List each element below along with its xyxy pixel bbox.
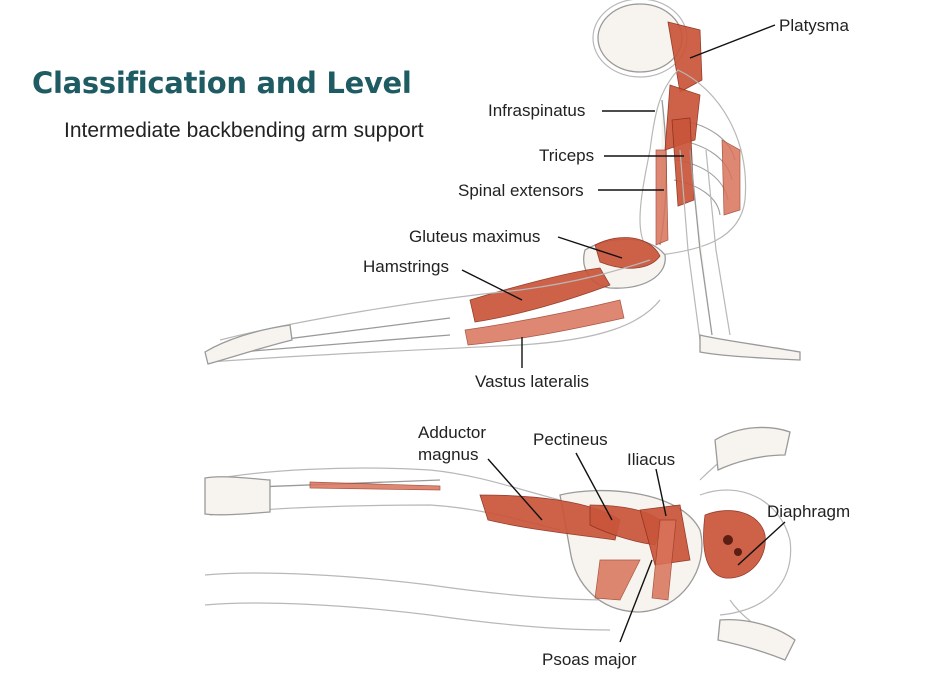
label-vastus-lateralis: Vastus lateralis xyxy=(475,372,590,391)
label-triceps: Triceps xyxy=(539,146,595,165)
label-platysma: Platysma xyxy=(779,16,849,35)
classification-description: Intermediate backbending arm support xyxy=(64,119,424,142)
label-hamstrings: Hamstrings xyxy=(363,257,449,276)
upward-dog-figure xyxy=(204,0,801,365)
label-adductor-magnus-line1: Adductor xyxy=(418,423,487,442)
label-psoas-major: Psoas major xyxy=(542,650,637,669)
label-iliacus: Iliacus xyxy=(627,450,676,469)
label-gluteus-maximus: Gluteus maximus xyxy=(409,227,541,246)
label-diaphragm: Diaphragm xyxy=(767,502,851,521)
label-spinal-extensors: Spinal extensors xyxy=(458,181,584,200)
label-pectineus: Pectineus xyxy=(533,430,608,449)
section-heading: Classification and Level xyxy=(32,66,412,100)
leader-lines xyxy=(461,24,786,643)
topdown-figure xyxy=(204,426,796,661)
label-infraspinatus: Infraspinatus xyxy=(488,101,586,120)
label-adductor-magnus-line2: magnus xyxy=(418,445,479,464)
